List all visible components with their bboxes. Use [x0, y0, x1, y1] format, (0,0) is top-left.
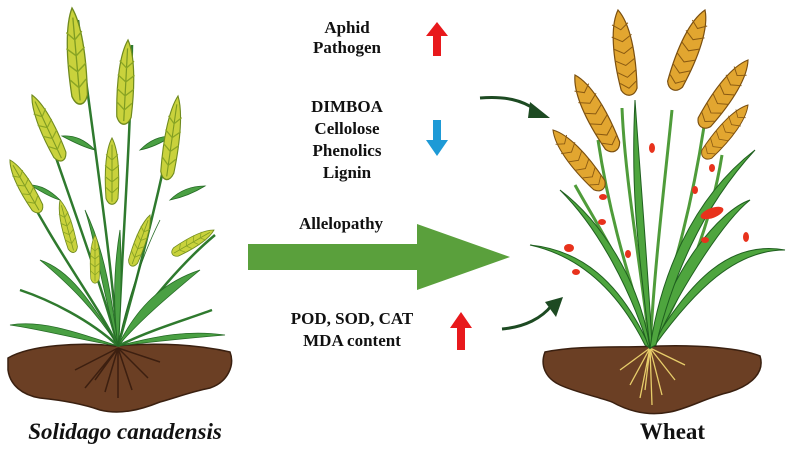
up-arrow-pests: [426, 22, 448, 56]
label-mda-content: MDA content: [303, 331, 401, 350]
allelopathy-label: Allelopathy: [298, 214, 384, 233]
left-soil-mound: [7, 343, 233, 413]
right-soil-mound: [542, 345, 762, 415]
label-cellolose: Cellolose: [314, 119, 380, 138]
wheat-leaves: [529, 99, 786, 350]
up-arrow-enzymes: [450, 312, 472, 350]
left-roots: [74, 347, 161, 398]
curved-arrow-bottom: [501, 297, 563, 331]
label-lignin: Lignin: [322, 163, 372, 182]
wheat-roots: [619, 347, 686, 406]
label-phenolics: Phenolics: [312, 141, 382, 160]
wheat-ears: [545, 5, 757, 196]
label-pod-sod-cat: POD, SOD, CAT: [290, 309, 414, 328]
goldenrod-flower-spikes: [3, 6, 218, 284]
enzyme-label-group: POD, SOD, CAT MDA content: [262, 308, 442, 352]
caption-wheat: Wheat: [639, 419, 706, 444]
caption-solidago: Solidago canadensis: [28, 419, 222, 444]
disease-spots: [564, 143, 749, 275]
wheat-plant-illustration: [529, 5, 786, 415]
label-aphid: Aphid: [324, 18, 370, 37]
allelopathy-arrow: [248, 224, 510, 290]
label-dimboa: DIMBOA: [311, 97, 383, 116]
pest-label-group: Aphid Pathogen: [282, 18, 412, 58]
solidago-plant-illustration: [3, 6, 233, 413]
curved-arrow-top: [479, 96, 550, 118]
label-pathogen: Pathogen: [313, 38, 381, 57]
defense-label-group: DIMBOA Cellolose Phenolics Lignin: [282, 96, 412, 184]
down-arrow-defense: [426, 120, 448, 156]
left-leaves: [9, 135, 226, 347]
